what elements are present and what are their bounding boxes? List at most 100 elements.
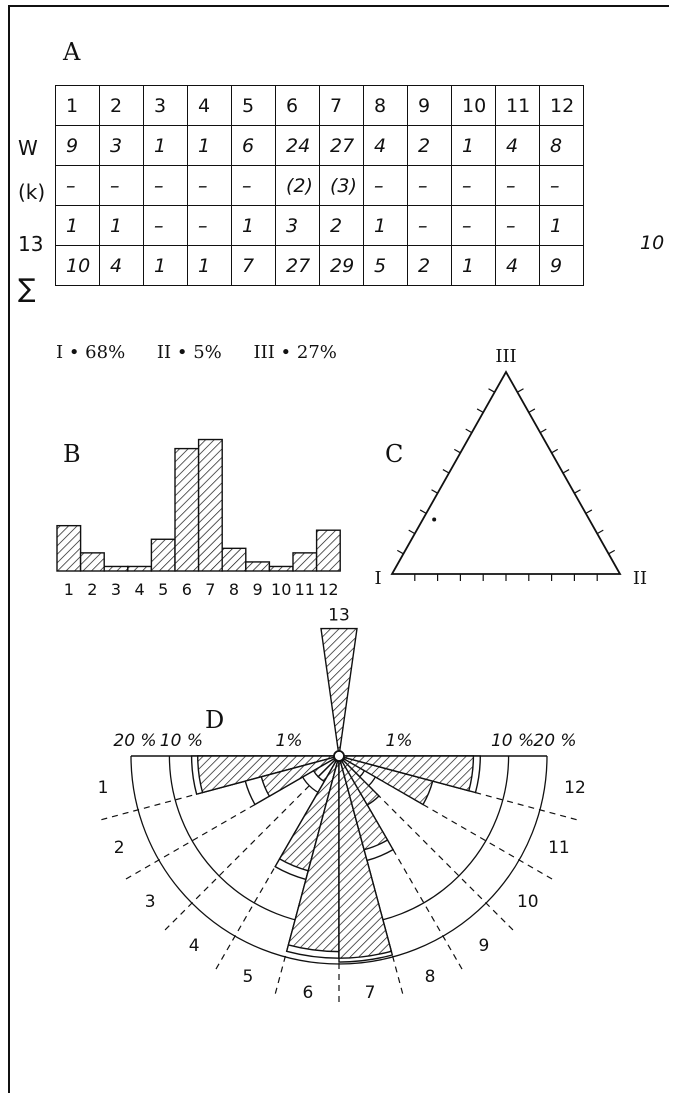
table-cell: – [143,205,188,246]
histogram-bar [315,529,341,572]
table-row-13: 1 1 – – 1 3 2 1 – – – 1 [55,205,584,246]
rose-sector [338,755,475,792]
histogram-bar [56,524,82,572]
panel-label-d: D [205,706,225,734]
table-cell: 5 [363,245,408,286]
table-cell: 4 [495,125,540,166]
ternary-tick [454,448,461,454]
panel-label-a: A [63,38,81,66]
table-cell: 27 [319,125,364,166]
histogram-tick-label: 2 [87,580,97,599]
table-cell: 7 [231,245,276,286]
table-cell: 1 [231,205,276,246]
rose-sector-label: 6 [303,983,314,1003]
table-cell: 10 [55,245,100,286]
histogram-tick-label: 8 [229,580,239,599]
histogram-tick-label: 4 [135,580,145,599]
histogram-bar [268,565,294,572]
table-cell: 24 [275,125,320,166]
histogram-tick-label: 12 [318,580,338,599]
ternary-tick [476,408,484,413]
rose-ring-label: 1% [276,731,303,751]
histogram-bar [292,552,318,572]
rose-sector [260,755,340,798]
table-header-cell: 7 [319,85,364,126]
histogram-bar [245,561,271,572]
rose-sector [338,755,380,806]
ternary-tick [608,549,615,555]
summary-iii: III • 27% [253,342,337,363]
ternary-point [432,517,437,522]
table-row-sum: 10 4 1 1 7 27 29 5 2 1 4 9 [55,245,584,286]
panel-label-c: C [385,440,404,468]
table-cell: 2 [407,125,452,166]
table-cell: 2 [319,205,364,246]
table-cell: 3 [275,205,320,246]
table-row-w: 9 3 1 1 6 24 27 4 2 1 4 8 [55,125,584,166]
rose-ring-label: 10 % [491,731,534,751]
summary-ii: II • 5% [156,342,222,363]
ternary-tick [419,509,427,514]
ternary-tick [551,448,558,454]
rose-sector-label: 4 [189,936,200,956]
table-cell: – [187,165,232,206]
rose-sector-label: 10 [517,892,539,912]
row-label-k: (k) [18,180,46,204]
histogram-tick-label: 5 [158,580,168,599]
ternary-vertex-label-ii: II [633,568,647,589]
rose-sector-label-13: 13 [328,606,350,626]
rose-sector-boundary [368,785,514,931]
table-cell: – [495,165,540,206]
rose-sector-label: 7 [365,983,376,1003]
table-cell: 1 [539,205,584,246]
histogram-bar [79,552,105,572]
table-cell: 9 [55,125,100,166]
ternary-tick [585,509,593,514]
ternary-tick [528,408,536,413]
table-header-cell: 12 [539,85,584,126]
ternary-tick [517,388,524,393]
rose-sector [338,755,389,851]
table-cell: 2 [407,245,452,286]
ternary-tick [431,489,438,494]
ternary-vertex-label-iii: III [495,346,516,367]
rose-center [333,750,345,762]
ternary-tick [562,469,570,474]
histogram-tick-label: 7 [205,580,215,599]
ternary-tick [408,529,416,535]
table-cell: – [539,165,584,206]
rose-ring-label: 1% [386,731,413,751]
table-header-cell: 1 [55,85,100,126]
rose-ring-label: 10 % [160,731,203,751]
table-cell: – [99,165,144,206]
ternary-triangle [390,370,622,575]
rose-sector-label: 9 [478,936,489,956]
table-cell: (3) [319,165,364,206]
histogram-tick-label: 10 [271,580,291,599]
rose-sector-label: 2 [114,838,125,858]
table-cell: 3 [99,125,144,166]
summary-i: I • 68% [56,342,126,363]
row-label-w: W [18,136,38,160]
histogram-tick-label: 6 [182,580,192,599]
table-cell: 1 [451,245,496,286]
ternary-tick [539,428,547,434]
table-cell: 1 [187,245,232,286]
histogram-bar [150,538,176,572]
ternary-vertex-label-i: I [374,568,381,589]
ternary-tick [465,428,473,434]
ternary-tick [574,489,581,494]
data-table: 1 2 3 4 5 6 7 8 9 10 11 12 9 3 1 1 6 24 … [55,85,584,286]
rose-ring-label: 20 % [533,731,576,751]
rose-sector-label: 5 [243,967,254,987]
rose-sector-label: 3 [145,892,156,912]
histogram-tick-label: 3 [111,580,121,599]
frame-left-line [8,5,10,1093]
percent-summary: I • 68% II • 5% III • 27% [56,342,363,363]
histogram-tick-label: 11 [295,580,315,599]
row-label-13: 13 [18,232,44,256]
rose-sector-13 [320,627,358,757]
